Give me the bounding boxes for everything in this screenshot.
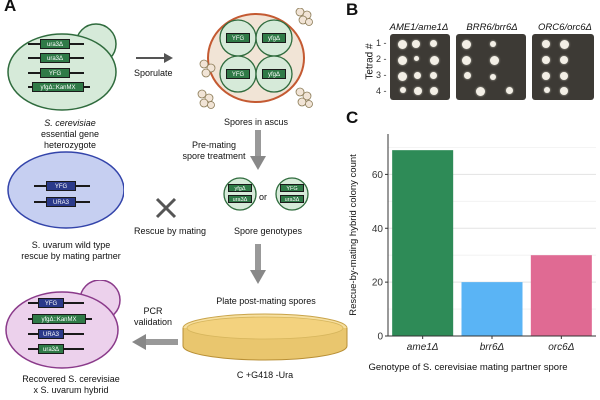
x-axis-label: Genotype of S. cerevisiae mating partner… xyxy=(368,362,567,373)
caption-line: heterozygote xyxy=(43,140,97,150)
gene-box: yfgΔ xyxy=(262,33,286,43)
y-tick-label: 60 xyxy=(372,170,384,181)
caption-line: S. cerevisiae xyxy=(44,118,96,128)
petri-dish xyxy=(182,313,348,361)
tetrad-plate-brr6 xyxy=(456,34,526,100)
bar xyxy=(461,282,523,336)
rescue-by-mating-label: Rescue by mating xyxy=(134,226,207,236)
ascus-shape xyxy=(197,8,313,109)
plate-label: Plate post-mating spores xyxy=(216,296,316,306)
tetrad-number: 3 - xyxy=(376,70,387,80)
gene-box: URA3 xyxy=(46,197,76,207)
tetrad-number: 2 - xyxy=(376,54,387,64)
cerevisiae-cell-shape xyxy=(7,23,117,111)
spores-in-ascus-label: Spores in ascus xyxy=(223,117,289,127)
bar xyxy=(392,150,454,336)
gene-box: ura3Δ xyxy=(38,344,64,354)
plate-title: ORC6/orc6Δ xyxy=(538,22,592,33)
gene-box: YFG xyxy=(226,69,250,79)
x-tick-label: ame1Δ xyxy=(407,342,439,353)
tetrad-number: 4 - xyxy=(376,86,387,96)
panel-c-label: C xyxy=(346,108,359,127)
x-tick-label: orc6Δ xyxy=(548,342,574,353)
gene-box: yfgΔ::KanMX xyxy=(32,82,84,92)
panel-b-label: B xyxy=(346,0,359,19)
sporulate-label: Sporulate xyxy=(134,68,173,78)
plate-title: BRR6/brr6Δ xyxy=(466,22,518,33)
arrow-down-icon xyxy=(250,244,266,284)
caption-line: Recovered S. cerevisiae xyxy=(22,374,120,384)
tetrad-number: 1 - xyxy=(376,38,387,48)
x-tick-label: brr6Δ xyxy=(480,342,505,353)
spore-genotypes-label: Spore genotypes xyxy=(233,226,303,236)
bar xyxy=(530,255,592,336)
gene-box: YFG xyxy=(280,184,304,192)
caption-line: rescue by mating partner xyxy=(21,251,121,261)
arrow-left-icon xyxy=(132,334,178,350)
pcr-line: PCR xyxy=(143,306,163,316)
tetrad-axis-label: Tetrad # xyxy=(364,43,376,80)
gene-box: YFG xyxy=(38,298,64,308)
caption-line: S. uvarum wild type xyxy=(31,240,111,250)
premating-line: Pre-mating xyxy=(191,140,236,150)
caption-line: essential gene xyxy=(40,129,100,139)
or-text: or xyxy=(259,192,268,202)
cerevisiae-caption: S. cerevisiae essential gene heterozygot… xyxy=(10,118,130,151)
uvarum-cell: YFG URA3 xyxy=(4,150,124,232)
y-tick-label: 0 xyxy=(377,332,383,343)
ascus: YFG yfgΔ YFG yfgΔ xyxy=(196,8,316,112)
hybrid-cell: YFG yfgΔ::KanMX URA3 ura3Δ xyxy=(4,280,130,370)
gene-box: ura3Δ xyxy=(280,195,304,203)
premating-label: Pre-mating spore treatment xyxy=(164,140,264,162)
pcr-label: PCR validation xyxy=(128,306,178,328)
pcr-line: validation xyxy=(133,317,173,327)
spore-left xyxy=(223,177,257,211)
premating-line: spore treatment xyxy=(182,151,246,161)
gene-box: ura3Δ xyxy=(40,39,70,49)
arrow-down-icon xyxy=(250,130,266,170)
caption-line: x S. uvarum hybrid xyxy=(33,385,109,395)
uvarum-caption: S. uvarum wild type rescue by mating par… xyxy=(6,240,136,262)
spore-right xyxy=(275,177,309,211)
cross-icon xyxy=(155,197,177,219)
y-tick-label: 20 xyxy=(372,278,384,289)
hybrid-cell-shape xyxy=(5,280,121,369)
gene-box: ura3Δ xyxy=(228,195,252,203)
gene-box: URA3 xyxy=(38,329,64,339)
y-tick-label: 40 xyxy=(372,224,384,235)
media-label: C +G418 -Ura xyxy=(236,370,294,380)
tetrad-plate-orc6 xyxy=(532,34,594,100)
gene-box: yfgΔ::KanMX xyxy=(32,314,86,324)
gene-box: YFG xyxy=(46,181,76,191)
y-axis-label: Rescue-by-mating hybrid colony count xyxy=(348,154,359,316)
panel-a-label: A xyxy=(4,0,17,15)
gene-box: yfgΔ xyxy=(262,69,286,79)
hybrid-caption: Recovered S. cerevisiae x S. uvarum hybr… xyxy=(6,374,136,396)
plate-title: AME1/ame1Δ xyxy=(389,22,449,33)
arrow-right-icon xyxy=(136,53,173,63)
colony-count-chart: 0 20 40 60 ame1Δ brr6Δ orc6Δ Rescue-by-mating h… xyxy=(348,134,596,373)
gene-box: YFG xyxy=(40,68,70,78)
gene-box: YFG xyxy=(226,33,250,43)
gene-box: ura3Δ xyxy=(40,53,70,63)
gene-box: yfgΔ xyxy=(228,184,252,192)
cerevisiae-cell: ura3Δ ura3Δ YFG yfgΔ::KanMX xyxy=(6,22,126,112)
tetrad-plate-ame1 xyxy=(390,34,450,100)
